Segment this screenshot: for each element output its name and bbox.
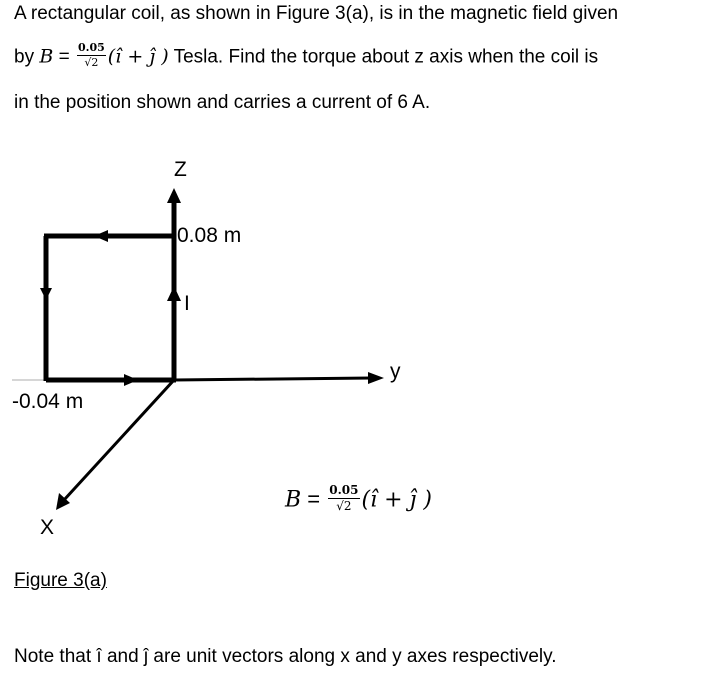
x-axis-line [62,378,176,502]
z-axis-label: Z [174,158,187,181]
problem-line-2: by B = 0.05 √2 (î + ĵ ) Tesla. Find the … [14,42,599,71]
figure-fraction-denominator: √2 [336,499,352,513]
equals-sign: = [58,46,70,68]
current-arrow-top [94,230,108,242]
x-axis-arrowhead [56,493,70,510]
fraction-numerator: 0.05 [77,41,106,56]
figure-field-formula: B = 0.05 √2 (î + ĵ ) [285,483,432,515]
figure-b-symbol: B [285,487,302,513]
figure-unit-vector-sum: (î + ĵ ) [361,487,432,513]
current-label: I [184,292,190,315]
y-axis-line [173,376,373,382]
unit-vector-note: Note that î and ĵ are unit vectors along… [14,646,557,667]
by-word: by [14,46,35,68]
fraction-denominator: √2 [84,56,99,69]
figure-fraction-numerator: 0.05 [328,483,360,499]
x-axis-label: X [40,516,55,539]
figure-equals-sign: = [307,486,321,512]
z-axis-arrowhead [167,188,181,203]
problem-line-3: in the position shown and carries a curr… [14,92,431,113]
figure-caption: Figure 3(a) [14,570,107,591]
b-symbol: B [39,45,54,68]
current-arrow-bottom [124,374,138,386]
dimension-label-left: -0.04 m [12,390,84,413]
current-arrow-right [167,286,181,301]
problem-line-1: A rectangular coil, as shown in Figure 3… [14,3,619,24]
dimension-label-top: 0.08 m [177,224,242,247]
y-axis-arrowhead [368,372,384,384]
field-fraction: 0.05 √2 [77,42,106,69]
current-arrow-left [40,288,52,300]
unit-vector-sum: (î + ĵ ) [107,45,169,68]
problem-line-2-rest: Tesla. Find the torque about z axis when… [173,46,599,68]
y-axis-label: y [390,360,401,383]
figure-field-fraction: 0.05 √2 [328,483,360,513]
